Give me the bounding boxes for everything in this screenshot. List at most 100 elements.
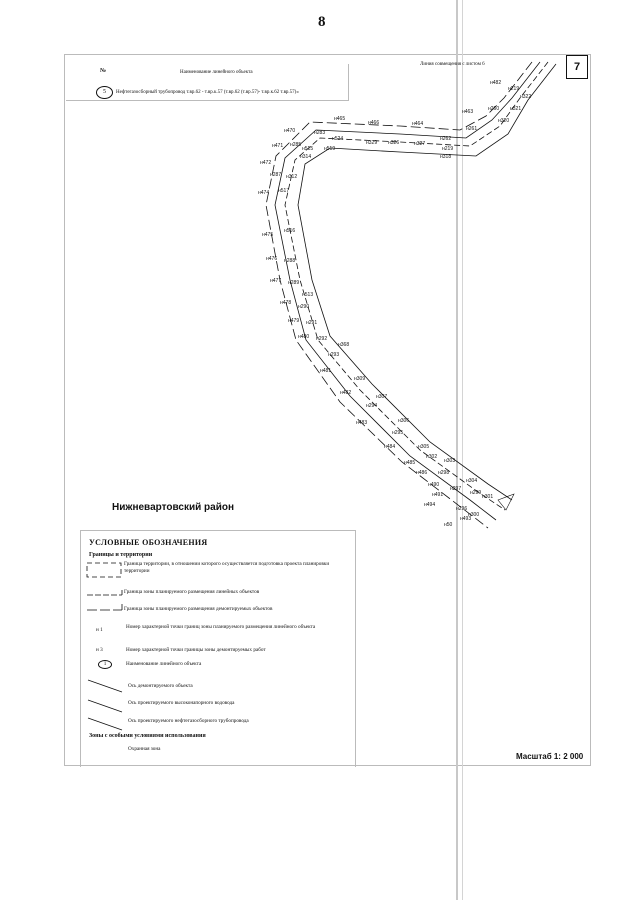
- point-label: н482: [340, 390, 352, 396]
- legend-title: УСЛОВНЫЕ ОБОЗНАЧЕНИЯ: [89, 538, 208, 547]
- fold-line: [456, 0, 458, 900]
- point-label: н305: [418, 444, 430, 450]
- point-label: н296: [456, 506, 468, 512]
- point-label: н479: [288, 318, 300, 324]
- legend-point-text: Номер характерной точки границ зоны план…: [126, 624, 316, 630]
- point-label: н475: [262, 232, 274, 238]
- map-scale: Масштаб 1: 2 000: [516, 752, 584, 761]
- legend-dismantle-zone-symbol: [87, 604, 123, 611]
- legend-axis-oil-symbol: [87, 717, 123, 731]
- point-label: н321: [510, 106, 522, 112]
- point-label: н327: [414, 141, 426, 147]
- point-label: н298: [438, 470, 450, 476]
- legend-dpoint-marker: н 3: [96, 647, 103, 653]
- point-label: н326: [388, 140, 400, 146]
- point-label: н481: [320, 368, 332, 374]
- point-label: н297: [450, 486, 462, 492]
- point-label: н478: [280, 300, 292, 306]
- legend-section-bounds: Границы и территории: [89, 552, 153, 558]
- point-label: н463: [462, 109, 474, 115]
- point-label: н299: [470, 490, 482, 496]
- page-number: 8: [318, 14, 326, 30]
- point-label: н303: [444, 458, 456, 464]
- point-label: н302: [426, 454, 438, 460]
- point-label: н524: [332, 136, 344, 142]
- point-label: н493: [460, 516, 472, 522]
- legend-name-text: Наименование линейного объекта: [126, 661, 202, 667]
- point-label: н314: [300, 154, 312, 160]
- header-col-title: Наименование линейного объекта: [180, 70, 253, 75]
- sheet-join-label: Линия совмещения с листом 6: [420, 62, 485, 67]
- point-label: н260: [488, 106, 500, 112]
- point-label: н292: [316, 336, 328, 342]
- zone-boundary-inner: [265, 61, 533, 529]
- point-label: н50: [444, 522, 453, 528]
- map-frame: [64, 54, 591, 766]
- point-label: н516: [284, 228, 296, 234]
- point-label: н519: [324, 146, 336, 152]
- legend-section-special: Зоны с особыми условиями использования: [89, 733, 206, 739]
- point-label: н289: [288, 280, 300, 286]
- point-label: н465: [334, 116, 346, 122]
- point-label: н293: [328, 352, 340, 358]
- legend-axis-dismantle-text: Ось демонтируемого объекта: [128, 683, 193, 689]
- point-label: н320: [498, 118, 510, 124]
- point-label: н318: [440, 154, 452, 160]
- point-label: н471: [272, 143, 284, 149]
- route-end-marker: [497, 493, 515, 511]
- point-label: н480: [298, 334, 310, 340]
- point-label: н485: [404, 460, 416, 466]
- fold-line-secondary: [462, 0, 463, 900]
- point-label: н490: [428, 482, 440, 488]
- point-label: н300: [468, 512, 480, 518]
- point-label: н287: [270, 172, 282, 178]
- legend-symbols: [86, 562, 123, 731]
- object-header-table: [66, 64, 349, 101]
- point-label: н464: [412, 121, 424, 127]
- legend-axis-water-symbol: [87, 699, 123, 713]
- zone-boundary-outer: [284, 61, 549, 511]
- legend-territory-text: Граница территории, в отношении которого…: [124, 561, 330, 574]
- point-label: н470: [284, 128, 296, 134]
- point-label: н283: [314, 130, 326, 136]
- district-label: Нижневартовский район: [112, 502, 234, 513]
- point-label: н484: [384, 444, 396, 450]
- water-axis: [297, 63, 557, 501]
- legend-axis-water-text: Ось проектируемого высоконапорного водов…: [128, 700, 235, 706]
- point-label: н301: [482, 494, 494, 500]
- point-label: н513: [302, 292, 314, 298]
- legend-planned-zone-symbol: [87, 590, 123, 596]
- point-label: н294: [366, 403, 378, 409]
- point-label: н491: [432, 492, 444, 498]
- legend-box: [80, 530, 356, 767]
- point-label: н466: [368, 120, 380, 126]
- point-label: н219: [508, 86, 520, 92]
- legend-axis-dismantle-symbol: [87, 679, 123, 693]
- point-label: н322: [520, 94, 532, 100]
- point-label: н515: [302, 146, 314, 152]
- point-label: н291: [306, 320, 318, 326]
- legend-dpoint-text: Номер характерной точки границы зоны дем…: [126, 647, 266, 653]
- object-number-badge: 5: [96, 86, 113, 99]
- point-label: н517: [278, 188, 290, 194]
- point-label: н472: [260, 160, 272, 166]
- legend-planned-zone-text: Граница зоны планируемого размещения лин…: [124, 589, 260, 595]
- sheet-number-box: 7: [566, 55, 588, 79]
- point-label: н285: [290, 142, 302, 148]
- point-label: н306: [398, 418, 410, 424]
- legend-name-marker: 1: [98, 660, 112, 669]
- point-label: н368: [338, 342, 350, 348]
- legend-territory-symbol: [86, 562, 122, 578]
- point-label: н477: [270, 278, 282, 284]
- point-label: н482: [490, 80, 502, 86]
- point-label: н262: [440, 136, 452, 142]
- point-label: н288: [284, 258, 296, 264]
- point-label: н219: [442, 146, 454, 152]
- point-label: н474: [258, 190, 270, 196]
- point-label: н304: [466, 478, 478, 484]
- point-label: н329: [366, 140, 378, 146]
- point-label: н312: [286, 174, 298, 180]
- legend-dismantle-zone-text: Граница зоны планируемого размещения дем…: [124, 606, 273, 612]
- point-label: н307: [376, 394, 388, 400]
